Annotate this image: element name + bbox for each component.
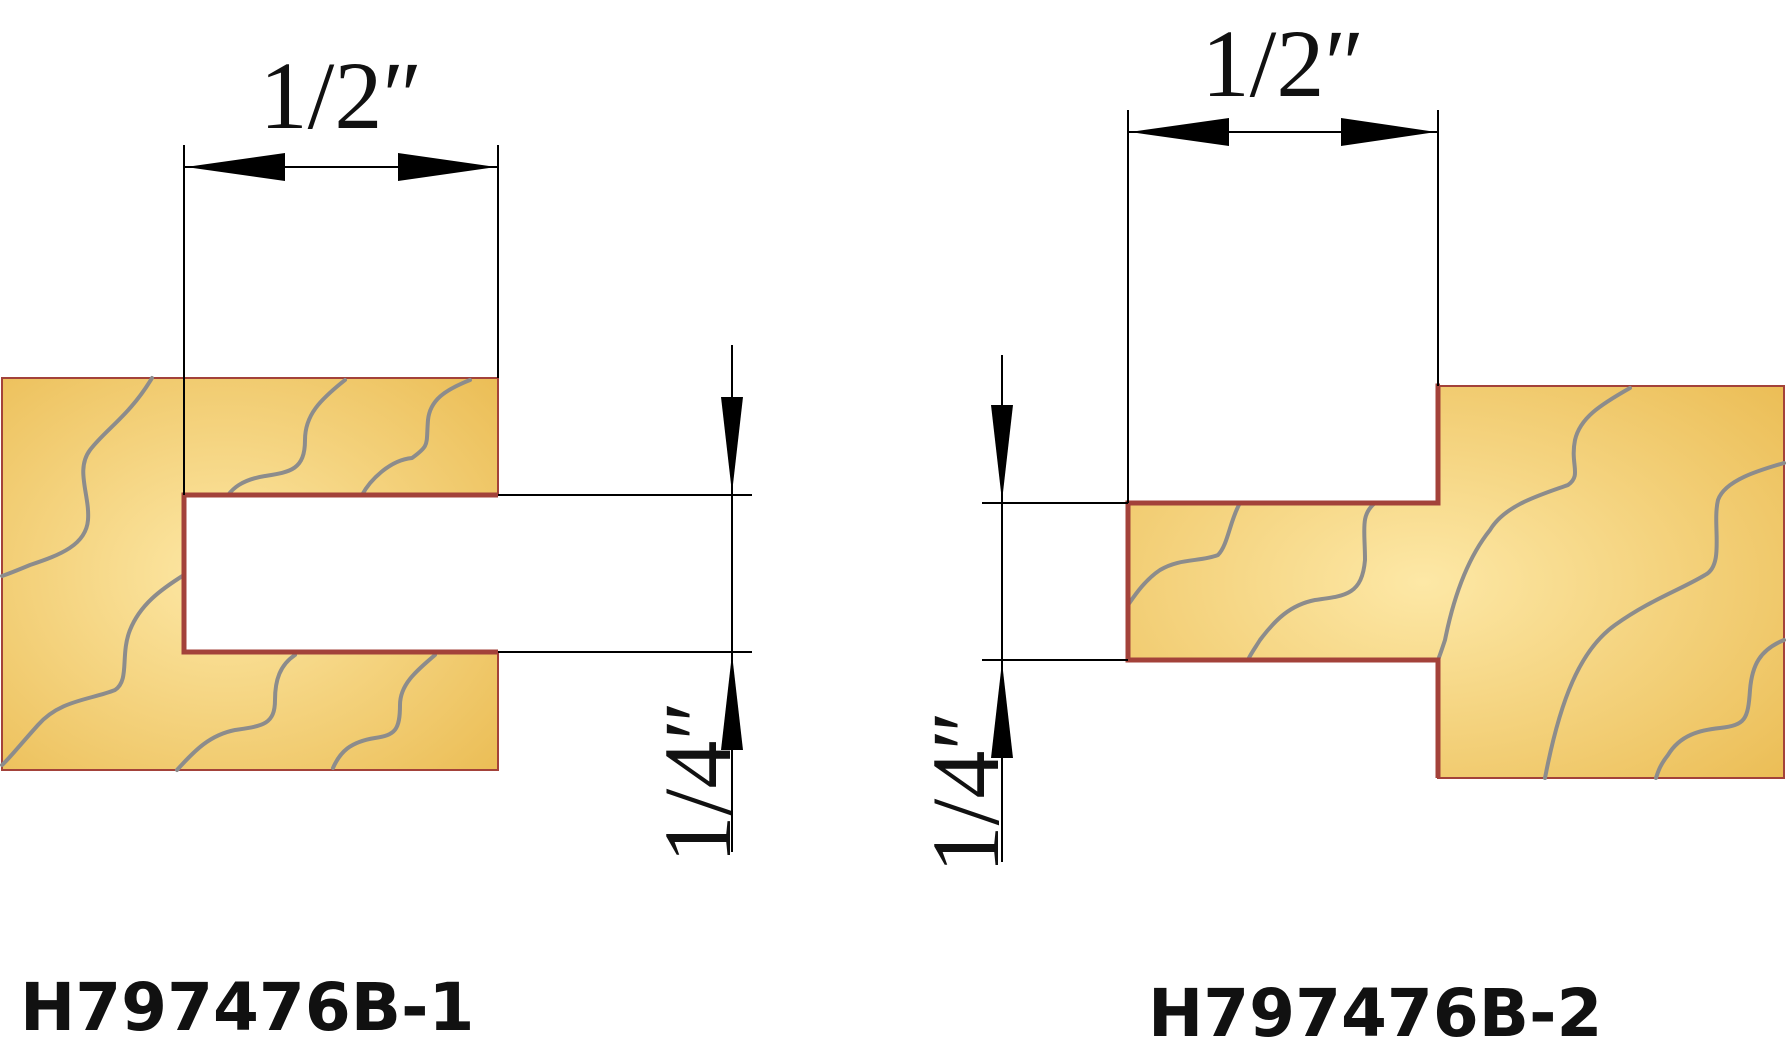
width-dimension-1: 1/2″ [183,42,499,495]
wood-block-1 [1,377,499,771]
width-dimension-2: 1/2″ [1127,10,1439,503]
part-label-1: H797476B-1 [20,969,474,1039]
depth-dimension-1: 1/4″ [498,345,752,863]
figure-1: 1/2″ 1/4″ H797476B-1 [0,42,752,1039]
depth-dimension-2: 1/4″ [912,355,1128,873]
depth-dim-label-1: 1/4″ [644,701,751,864]
wood-block-2 [1127,385,1785,779]
width-dim-label-2: 1/2″ [1202,10,1365,117]
wood-grain-2 [1126,386,1786,780]
depth-dim-label-2: 1/4″ [912,711,1019,874]
figure-2: 1/2″ 1/4″ H797476B-2 [912,10,1786,1039]
part-label-2: H797476B-2 [1148,975,1602,1039]
wood-grain-1 [0,376,472,772]
slot-cut-outline [181,492,498,655]
width-dim-label-1: 1/2″ [260,42,423,149]
